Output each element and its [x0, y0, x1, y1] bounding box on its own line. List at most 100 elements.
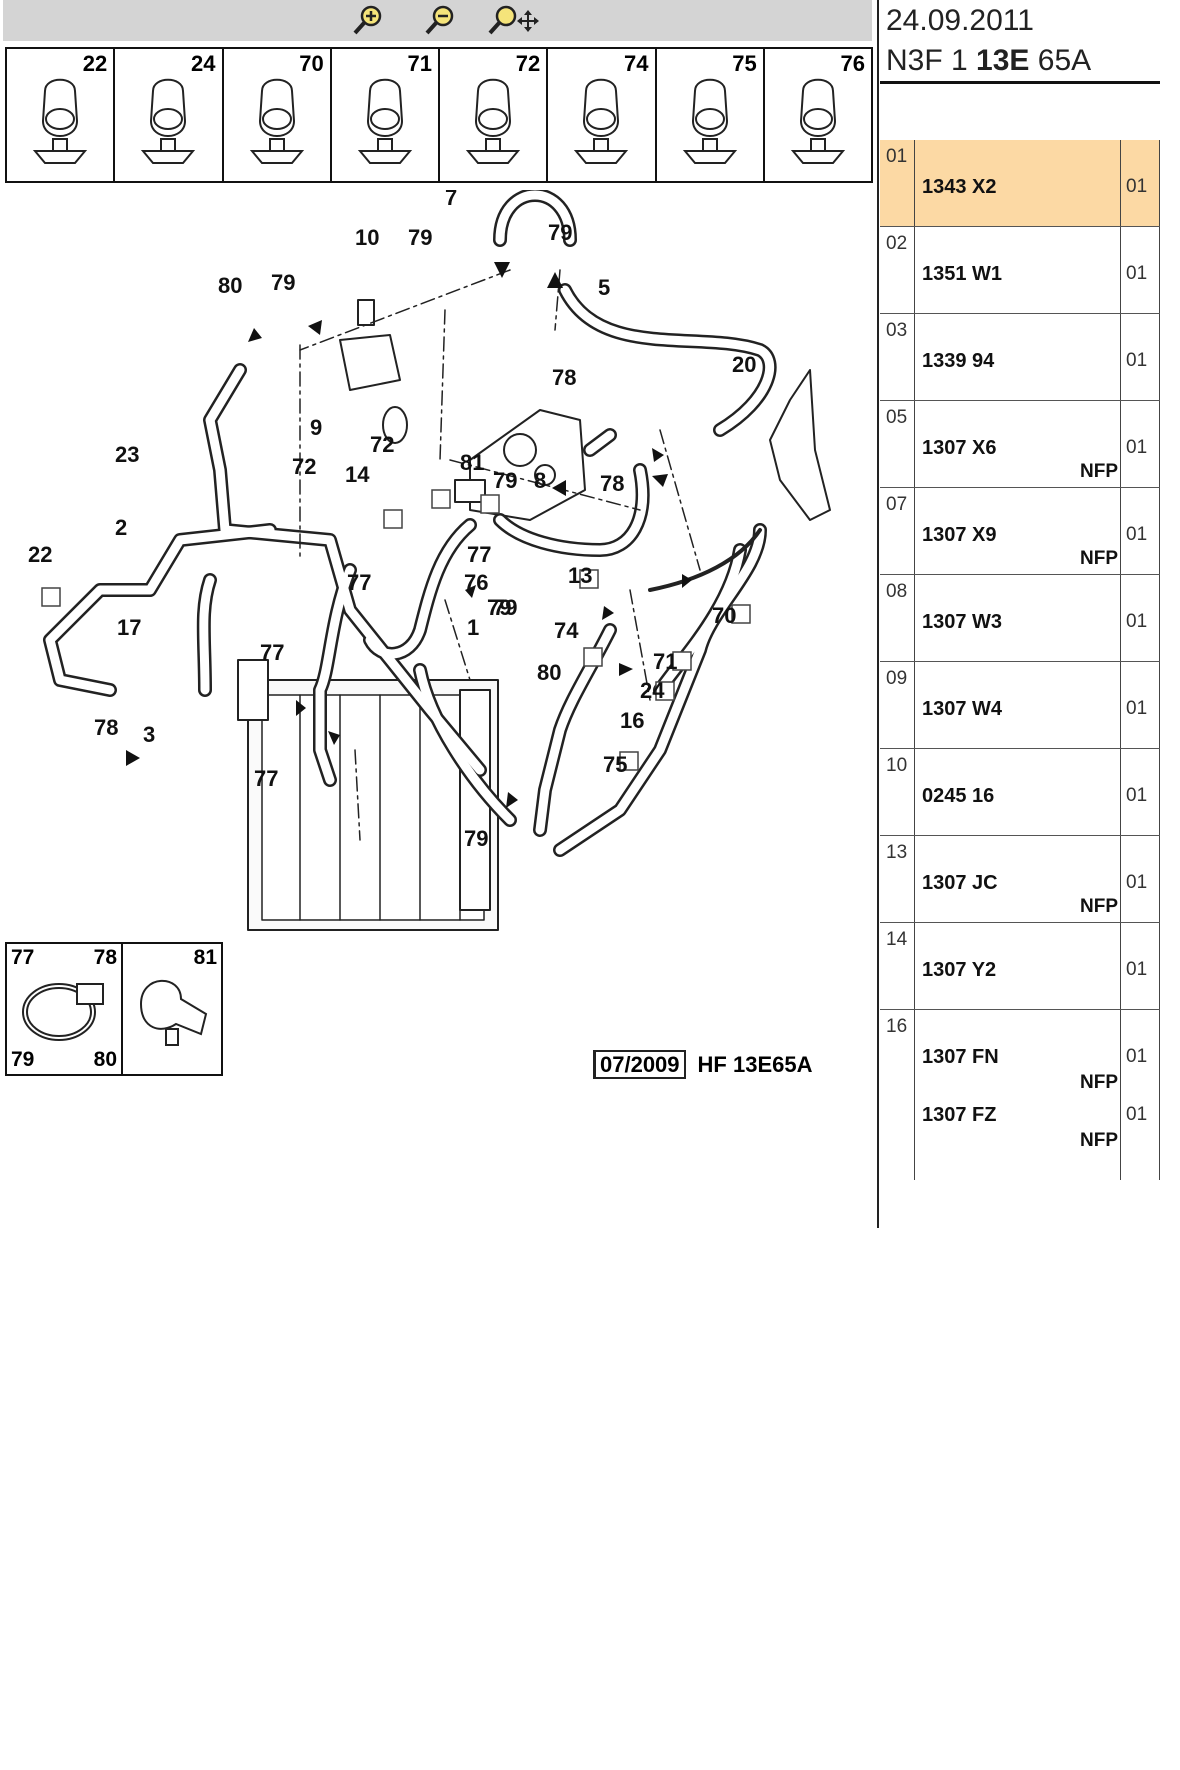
- nfp-flag: NFP: [1080, 896, 1118, 917]
- callout-23: 23: [115, 442, 139, 467]
- part-reference: 1351 W1: [922, 263, 1003, 285]
- legend-label-bl: 79: [11, 1048, 35, 1071]
- legend-label-tl: 77: [11, 946, 35, 969]
- zoom-pan-button[interactable]: [486, 2, 542, 38]
- thumbnail-71[interactable]: 71: [332, 49, 440, 181]
- parts-row-08[interactable]: 08 1307 W3 01: [880, 575, 1160, 662]
- part-index: 10: [880, 749, 915, 835]
- callout-3: 3: [143, 722, 155, 747]
- callout-74: 74: [554, 618, 579, 643]
- callout-71: 71: [653, 649, 677, 674]
- code-prefix: N3F 1: [886, 44, 977, 77]
- legend-clip-cell: 81: [121, 944, 221, 1074]
- zoom-in-icon: [353, 5, 382, 35]
- callout-70: 70: [712, 603, 736, 628]
- nfp-flag: NFP: [1080, 461, 1118, 482]
- part-qty-cell: 01: [1120, 749, 1160, 835]
- part-reference: 1307 W4: [922, 698, 1003, 720]
- hose-fills: [45, 190, 775, 855]
- clamp-legend: 77 78 79 80 81: [5, 942, 223, 1076]
- part-qty-cell: 01: [1120, 662, 1160, 748]
- thumbnail-70[interactable]: 70: [224, 49, 332, 181]
- zoom-pan-icon: [488, 5, 539, 35]
- part-qty-cell: 01 01: [1120, 1010, 1160, 1180]
- legend-clamp-cell: 77 78 79 80: [7, 944, 123, 1074]
- clip-drawing-icon: [574, 78, 629, 164]
- part-qty-cell: 01: [1120, 488, 1160, 574]
- thumbnail-label: 76: [840, 51, 865, 76]
- part-reference-alt: 1307 FZ: [922, 1104, 997, 1126]
- callout-76: 76: [464, 570, 488, 595]
- thumbnail-76[interactable]: 76: [765, 49, 871, 181]
- callout-72: 72: [292, 454, 316, 479]
- thumbnail-74[interactable]: 74: [548, 49, 657, 181]
- part-qty-cell: 01: [1120, 140, 1160, 226]
- part-quantity-alt: 01: [1126, 1104, 1148, 1125]
- callout-77: 77: [347, 570, 371, 595]
- callout-24: 24: [640, 678, 665, 703]
- callout-79: 79: [271, 270, 295, 295]
- part-reference: 1307 W3: [922, 611, 1003, 633]
- clip-drawing-icon: [249, 78, 304, 164]
- part-index: 08: [880, 575, 915, 661]
- thumbnail-22[interactable]: 22: [7, 49, 116, 181]
- callout-boxes: [41, 489, 751, 771]
- part-quantity: 01: [1126, 698, 1148, 719]
- toolbar: [3, 0, 872, 41]
- thumbnail-75[interactable]: 75: [657, 49, 765, 181]
- thumbnail-label: 75: [732, 51, 757, 76]
- clip-drawing-icon: [682, 78, 737, 164]
- document-date: 24.09.2011: [886, 4, 1034, 37]
- callout-8: 8: [534, 468, 546, 493]
- part-quantity: 01: [1126, 1046, 1148, 1067]
- nfp-flag: NFP: [1080, 548, 1118, 569]
- part-qty-cell: 01: [1120, 575, 1160, 661]
- part-index: 16: [880, 1010, 915, 1180]
- clip-drawing-icon: [141, 78, 196, 164]
- part-index: 02: [880, 227, 915, 313]
- part-reference: 1343 X2: [922, 176, 997, 198]
- clip-drawing-icon: [790, 78, 845, 164]
- zoom-in-button[interactable]: [349, 2, 389, 38]
- dashed-leader-lines: [299, 269, 701, 841]
- valve-assembly: [339, 299, 408, 444]
- cooling-hose-diagram: 7107979807952078972812372147987822277137…: [28, 190, 831, 931]
- callout-80: 80: [218, 273, 242, 298]
- thumbnail-label: 22: [82, 51, 108, 76]
- thumbnail-72[interactable]: 72: [440, 49, 549, 181]
- document-code: N3F 1 13E 65A: [886, 44, 1091, 78]
- part-reference: 1339 94: [922, 350, 995, 372]
- parts-row-01[interactable]: 01 1343 X2 01: [880, 140, 1160, 227]
- callout-79: 79: [464, 826, 488, 851]
- part-index: 01: [880, 140, 915, 226]
- part-reference: 1307 JC: [922, 872, 998, 894]
- footer-date: 07/2009: [593, 1050, 686, 1079]
- callout-72: 72: [370, 432, 394, 457]
- code-bold: 13E: [976, 44, 1030, 77]
- part-reference: 1307 X9: [922, 524, 997, 546]
- callout-5: 5: [598, 275, 610, 300]
- callout-10: 10: [355, 225, 379, 250]
- thumbnail-24[interactable]: 24: [115, 49, 224, 181]
- legend-label-br: 80: [93, 1048, 117, 1071]
- zoom-out-button[interactable]: [421, 2, 461, 38]
- part-reference: 1307 X6: [922, 437, 997, 459]
- part-index: 13: [880, 836, 915, 922]
- callout-2: 2: [115, 515, 127, 540]
- legend-label-tr2: 81: [193, 946, 217, 969]
- callout-77: 77: [260, 640, 284, 665]
- radiator: [237, 659, 499, 931]
